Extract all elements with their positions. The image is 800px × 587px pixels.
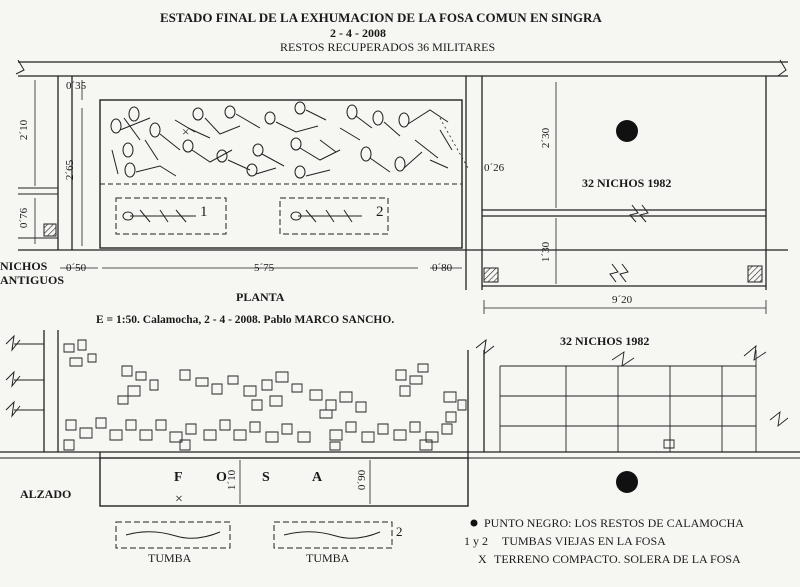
legend-item-1: PUNTO NEGRO: LOS RESTOS DE CALAMOCHA [484, 516, 744, 530]
rubble-stones [63, 339, 467, 451]
pit-outline-plan [99, 99, 463, 249]
tomb-label-2: TUMBA [306, 551, 350, 565]
plan-caption: PLANTA [236, 290, 285, 304]
dim-lower-left: 0´76 [18, 207, 31, 229]
tomb-2-outline [273, 521, 393, 549]
old-grave-1-skeleton [130, 209, 196, 223]
old-grave-1-outline [115, 197, 227, 235]
calamocha-remains-marker-elevation [616, 471, 638, 493]
calamocha-remains-marker [616, 120, 638, 142]
niche-grid-elevation [499, 344, 789, 452]
dim-niche-lower: 1´30 [540, 241, 553, 263]
break-mark [639, 204, 649, 223]
old-grave-2-number: 2 [376, 204, 384, 220]
drawing-subtitle: RESTOS RECUPERADOS 36 MILITARES [280, 40, 496, 54]
elevation-caption: ALZADO [20, 487, 72, 501]
tomb-2-skeleton [283, 531, 381, 539]
dim-pit-2: 0´90 [356, 469, 369, 491]
old-niches-label-line2: ANTIGUOS [0, 273, 65, 287]
old-grave-1-number: 1 [200, 204, 208, 220]
compact-soil-mark: × [175, 492, 183, 507]
scale-note: E = 1:50. Calamocha, 2 - 4 - 2008. Pablo… [96, 314, 395, 326]
drawing-date: 2 - 4 - 2008 [330, 26, 386, 40]
tomb-1-outline [115, 521, 231, 549]
old-niches-label-line1: NICHOS [0, 259, 48, 273]
pit-letter-a: A [312, 470, 323, 485]
tomb-1-skeleton [125, 531, 221, 539]
pit-outline-elevation [99, 457, 469, 507]
break-mark [619, 263, 629, 283]
tomb-label-1: TUMBA [148, 551, 192, 565]
dim-left-gap: 0´50 [66, 262, 87, 274]
break-mark [15, 59, 25, 75]
dotted-trace [439, 117, 469, 169]
skeleton-remains-cluster [110, 101, 453, 179]
niches-label-plan: 32 NICHOS 1982 [582, 176, 672, 190]
niches-label-elevation: 32 NICHOS 1982 [560, 334, 650, 348]
hatched-pillar [483, 267, 499, 283]
break-mark [629, 204, 639, 223]
drawing-title: ESTADO FINAL DE LA EXHUMACION DE LA FOSA… [160, 10, 602, 25]
dim-pit-length: 5´75 [254, 262, 275, 274]
dim-niche-gap: 0´26 [484, 162, 505, 174]
dim-upper-left: 2´10 [18, 119, 31, 141]
dim-pit-depth: 2´65 [64, 159, 77, 181]
legend-item-2-key: 1 y 2 [464, 534, 488, 548]
hatched-pillar [747, 265, 763, 283]
hatched-pillar [43, 223, 57, 237]
tomb-2-number: 2 [396, 524, 403, 539]
legend-item-3-key: X [478, 552, 487, 566]
pit-letter-s: S [262, 470, 270, 485]
old-grave-2-outline [279, 197, 389, 235]
old-grave-2-skeleton [298, 209, 362, 223]
legend-item-2: TUMBAS VIEJAS EN LA FOSA [502, 534, 666, 548]
dim-total: 9´20 [612, 294, 633, 306]
legend-dot-icon [470, 519, 478, 527]
dim-pit-1: 1´10 [226, 469, 239, 491]
compact-soil-mark: × [182, 124, 189, 139]
break-mark [5, 334, 21, 352]
dim-top: 0´35 [66, 80, 87, 92]
pit-letter-o: O [216, 470, 227, 485]
legend-item-3: TERRENO COMPACTO. SOLERA DE LA FOSA [494, 552, 741, 566]
pit-letter-f: F [174, 470, 183, 485]
break-mark [609, 263, 619, 283]
dim-right-gap: 0´80 [432, 262, 453, 274]
break-mark [777, 59, 787, 77]
dim-niche-upper: 2´30 [540, 127, 553, 149]
